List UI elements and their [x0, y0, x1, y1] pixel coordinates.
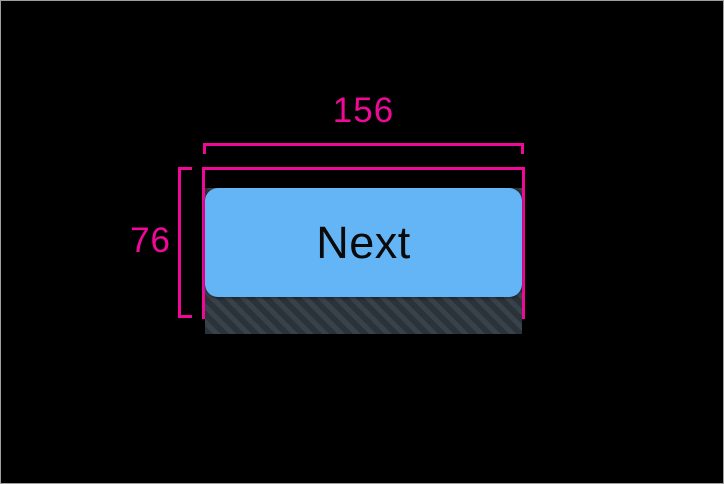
width-dimension-label: 156 — [332, 91, 395, 130]
height-dimension-label: 76 — [130, 221, 171, 260]
tap-target-region: Next — [202, 167, 525, 334]
height-measure-bracket — [178, 167, 192, 318]
next-button[interactable]: Next — [205, 188, 522, 297]
width-measure-bracket — [203, 143, 524, 154]
tap-target-hatch-pattern: Next — [205, 188, 522, 334]
next-button-label: Next — [316, 216, 411, 268]
